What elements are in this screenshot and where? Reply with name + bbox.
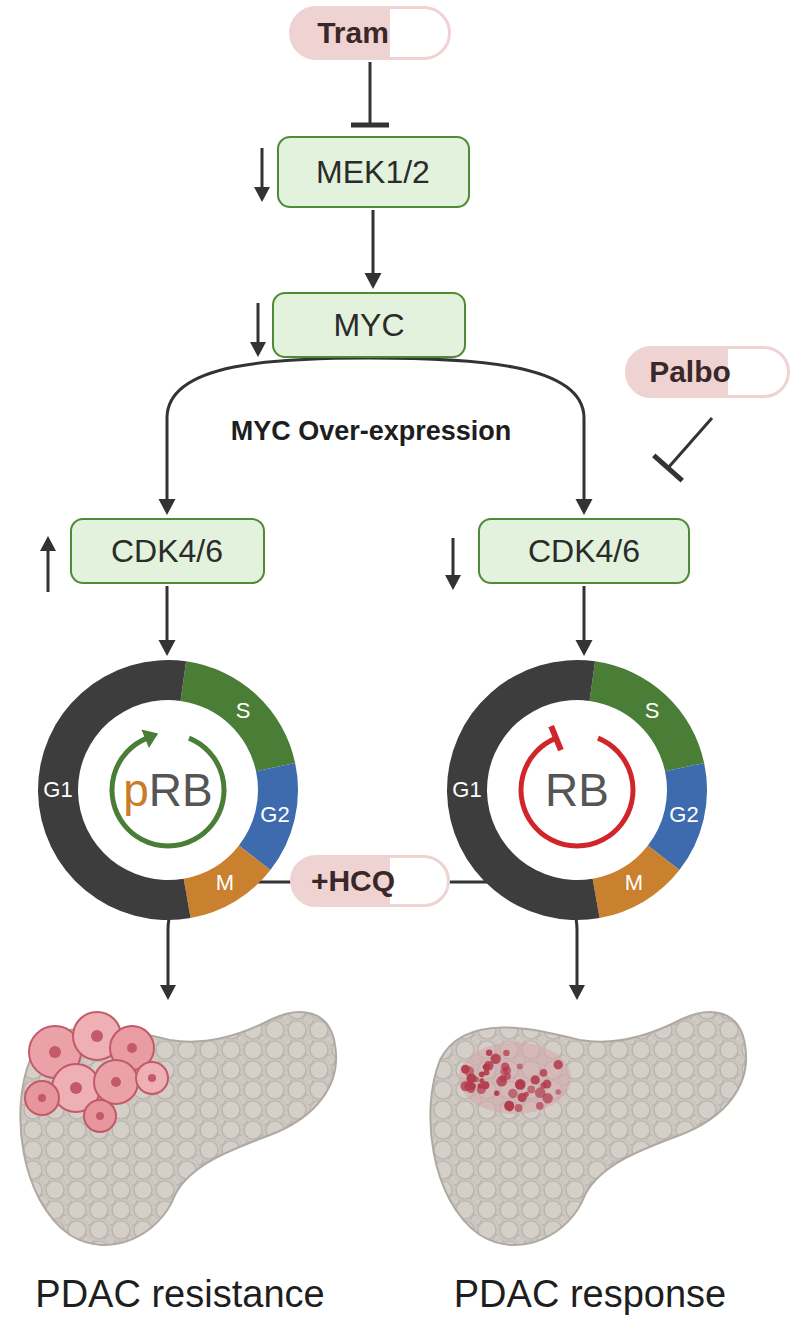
arrowhead	[576, 499, 593, 515]
inhibition-bar	[351, 123, 389, 128]
phase-segment	[184, 845, 271, 918]
arrowhead	[159, 640, 176, 656]
rb-label: RB	[545, 765, 609, 816]
drug-name: +HCQ	[311, 864, 395, 899]
core-ring	[112, 738, 224, 846]
block-bar	[551, 726, 561, 750]
phase-label: S	[645, 699, 660, 723]
drug-name: Palbo	[649, 355, 731, 390]
node-label: MEK1/2	[316, 154, 430, 191]
core-ring	[521, 738, 633, 846]
process-box: MEK1/2	[277, 136, 470, 208]
connector-line	[166, 586, 169, 642]
phase-label: G2	[669, 803, 698, 827]
process-box: CDK4/6	[478, 518, 690, 584]
inhibition-connector	[654, 418, 712, 481]
arrow-connector	[159, 586, 176, 656]
node-label: CDK4/6	[111, 533, 223, 570]
change-arrows	[40, 148, 461, 592]
cell-cycle-wheel: G1 S G2MpRB	[37, 659, 299, 921]
pancreas-responsive	[430, 1012, 746, 1245]
drug-pill: Palbo	[625, 346, 790, 398]
arrowhead	[576, 640, 593, 656]
arrowhead	[159, 499, 176, 515]
node-label: MYC	[333, 307, 404, 344]
drug-name: Tram	[317, 16, 389, 51]
phase-label: G1	[43, 778, 72, 802]
phase-label: G1	[452, 778, 481, 802]
phase-segment	[181, 661, 296, 771]
arrow-connector	[365, 210, 382, 289]
connector-line	[369, 62, 372, 125]
drug-pill: +HCQ	[290, 855, 450, 907]
connector-line	[372, 210, 375, 275]
drug-pill: Tram	[289, 6, 451, 60]
cycle-arrowhead	[141, 730, 158, 749]
phase-label: S	[236, 699, 251, 723]
phase-segment	[590, 661, 705, 771]
phase-segment	[593, 845, 680, 918]
outcome-label: PDAC resistance	[35, 1273, 324, 1317]
outcome-label: PDAC response	[454, 1273, 726, 1317]
inhibition-bar	[654, 455, 683, 480]
node-label: CDK4/6	[528, 533, 640, 570]
pancreas-resistant	[20, 1012, 336, 1245]
connector-line	[668, 418, 712, 468]
arrowhead	[365, 273, 382, 289]
phase-label: M	[625, 871, 643, 895]
phase-label: G2	[260, 803, 289, 827]
phase-label: M	[216, 871, 234, 895]
bracket-label: MYC Over-expression	[231, 416, 512, 447]
cell-cycle-wheel: G1 S G2M RB	[446, 659, 708, 921]
process-box: MYC	[272, 292, 466, 358]
arrow-connector	[576, 586, 593, 656]
process-box: CDK4/6	[70, 518, 265, 584]
connector-line	[583, 586, 586, 642]
rb-label: pRB	[123, 765, 213, 816]
inhibition-connector	[351, 62, 389, 125]
